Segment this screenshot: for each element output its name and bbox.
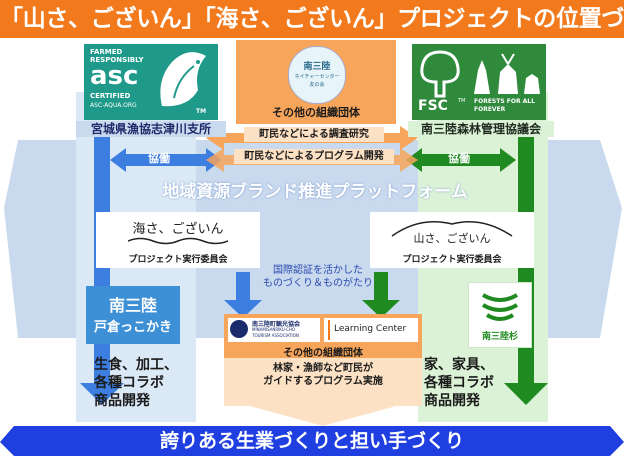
asc-logo: FARMED RESPONSIBLY asc CERTIFIED ASC-AQU… <box>84 44 218 120</box>
right-bottom-text: 家、家具、 各種コラボ 商品開発 <box>424 356 494 410</box>
togura-oyster-logo: 南三陸 戸倉っこかき <box>86 286 180 344</box>
sugi-logo-text: 南三陸杉 <box>481 332 518 342</box>
badge-line-2: ネイチャーセンター <box>294 74 340 80</box>
fish-icon <box>160 52 206 107</box>
platform-label: 地域資源ブランド推進プラットフォーム <box>162 182 468 202</box>
wildlife-icon <box>474 53 540 94</box>
yama-logo-text: 山さ、ございん <box>413 232 491 245</box>
learning-center-mark-icon <box>328 320 330 340</box>
coop-left-arrow <box>110 148 222 172</box>
fsc-logo-tagline-2: FOREVER <box>474 106 506 113</box>
guided-program-line-1: 林家・漁師など町民が <box>273 363 373 374</box>
right-bottom-line-3: 商品開発 <box>424 393 480 409</box>
tourism-logo-line-2: MINAMISANRIKU-CHO <box>252 327 296 332</box>
tourism-logo-line-1: 南三陸町観光協会 <box>252 321 301 328</box>
coop-left-label: 協働 <box>148 152 170 165</box>
certification-note-line-1: 国際認証を活かした <box>273 265 363 276</box>
umi-committee-box: 海さ、ございん プロジェクト実行委員会 <box>96 212 260 268</box>
umi-logo-text: 海さ、ございん <box>132 222 224 237</box>
coop-right-label: 協働 <box>448 152 470 165</box>
cedar-icon <box>481 293 519 321</box>
togura-logo-line-2: 戸倉っこかき <box>93 320 172 335</box>
right-org-label: 南三陸森林管理協議会 <box>408 121 554 137</box>
certification-note-line-2: ものづくり＆ものがたり <box>263 278 373 289</box>
yama-down-arrow <box>362 272 400 318</box>
bottom-banner <box>0 426 624 456</box>
asc-logo-tm: TM <box>196 108 207 115</box>
guided-program-text: 林家・漁師など町民が ガイドするプログラム実施 <box>224 362 422 388</box>
research-label: 町民などによる調査研究 <box>244 127 384 142</box>
left-bottom-line-2: 各種コラボ <box>94 375 164 391</box>
left-bottom-line-1: 生食、加工、 <box>94 357 178 373</box>
fsc-logo: FSC FORESTS FOR ALL FOREVER TM <box>412 44 546 120</box>
mountain-icon <box>391 221 513 237</box>
fsc-logo-tm: TM <box>458 98 466 104</box>
minamisanriku-sugi-logo: 南三陸杉 <box>468 282 532 348</box>
asc-logo-wordmark: asc <box>90 61 139 91</box>
right-bottom-line-1: 家、家具、 <box>424 357 494 373</box>
umi-down-arrow <box>224 272 262 318</box>
fsc-logo-tagline-1: FORESTS FOR ALL <box>474 98 535 105</box>
togura-logo-line-1: 南三陸 <box>108 296 157 315</box>
yama-committee-box: 山さ、ございん プロジェクト実行委員会 <box>370 212 534 268</box>
program-dev-label: 町民などによるプログラム開発 <box>234 149 394 164</box>
certification-note: 国際認証を活かした ものづくり＆ものがたり <box>256 264 380 290</box>
fsc-logo-wordmark: FSC <box>418 98 448 114</box>
guided-program-line-2: ガイドするプログラム実施 <box>263 376 383 387</box>
umi-committee-label: プロジェクト実行委員会 <box>128 255 228 265</box>
nature-center-badge: 南三陸 ネイチャーセンター 友の会 <box>288 46 346 104</box>
wave-icon <box>128 237 228 245</box>
asc-logo-farmed: FARMED <box>90 48 123 56</box>
asc-logo-responsibly: RESPONSIBLY <box>90 56 144 64</box>
center-bottom-group-label: その他の組織団体 <box>283 348 363 359</box>
left-bottom-line-3: 商品開発 <box>94 393 150 409</box>
asc-logo-certified: CERTIFIED <box>90 92 131 100</box>
badge-line-3: 友の会 <box>309 82 325 88</box>
left-org-label: 宮城県漁協志津川支所 <box>76 121 226 137</box>
right-bottom-line-2: 各種コラボ <box>424 375 494 391</box>
learning-center-logo: Learning Center <box>324 318 418 342</box>
yama-committee-label: プロジェクト実行委員会 <box>402 255 502 265</box>
title-bar <box>0 0 624 38</box>
bottom-banner-text: 誇りある生業づくりと担い手づくり <box>159 430 464 452</box>
learning-center-text: Learning Center <box>334 324 407 334</box>
badge-line-1: 南三陸 <box>303 62 331 72</box>
asc-logo-url: ASC-AQUA.ORG <box>90 102 137 109</box>
center-top-group-label: その他の組織団体 <box>272 106 360 119</box>
diagram-title: 「山さ、ございん」「海さ、ございん」プロジェクトの位置づけ <box>0 6 624 32</box>
tree-icon <box>420 50 460 98</box>
tourism-logo-line-3: TOURISM ASSOCIATION <box>252 333 299 338</box>
tourism-association-logo: 南三陸町観光協会 MINAMISANRIKU-CHO TOURISM ASSOC… <box>228 318 320 342</box>
coop-right-arrow <box>406 148 516 172</box>
left-bottom-text: 生食、加工、 各種コラボ 商品開発 <box>94 356 178 410</box>
tourism-emblem-icon <box>230 320 248 338</box>
